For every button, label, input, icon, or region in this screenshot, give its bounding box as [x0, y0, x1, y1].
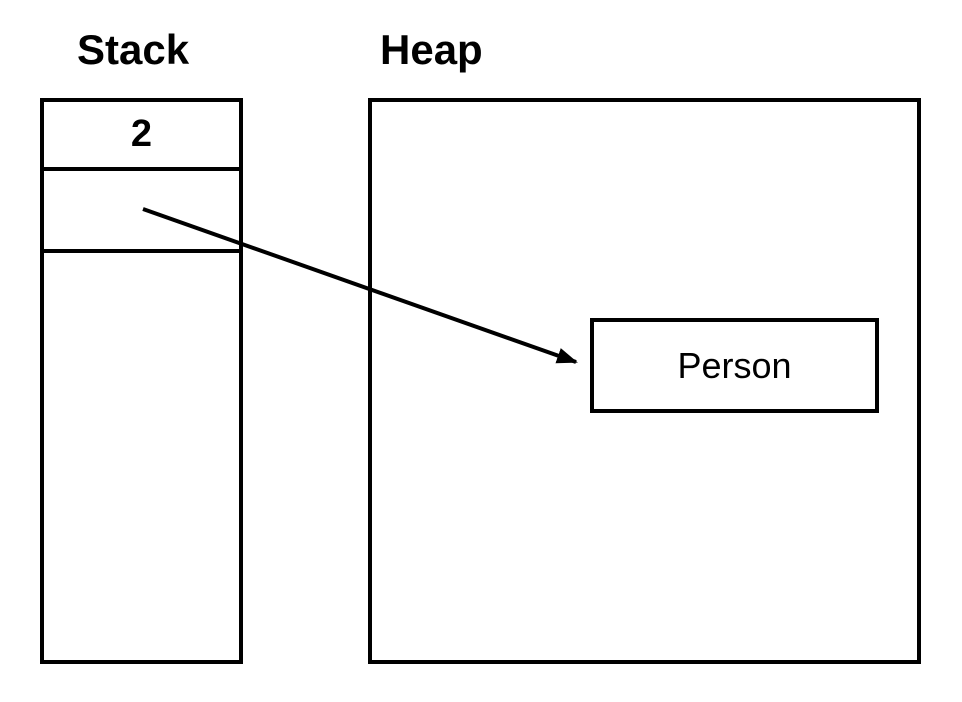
heap-title: Heap — [380, 26, 483, 73]
person-object: Person — [590, 318, 879, 413]
heap-region: Person — [368, 98, 921, 664]
stack-region: 2 — [40, 98, 243, 664]
stack-cell-pointer — [44, 171, 239, 253]
stack-cell-value: 2 — [44, 102, 239, 171]
stack-title: Stack — [77, 26, 190, 73]
